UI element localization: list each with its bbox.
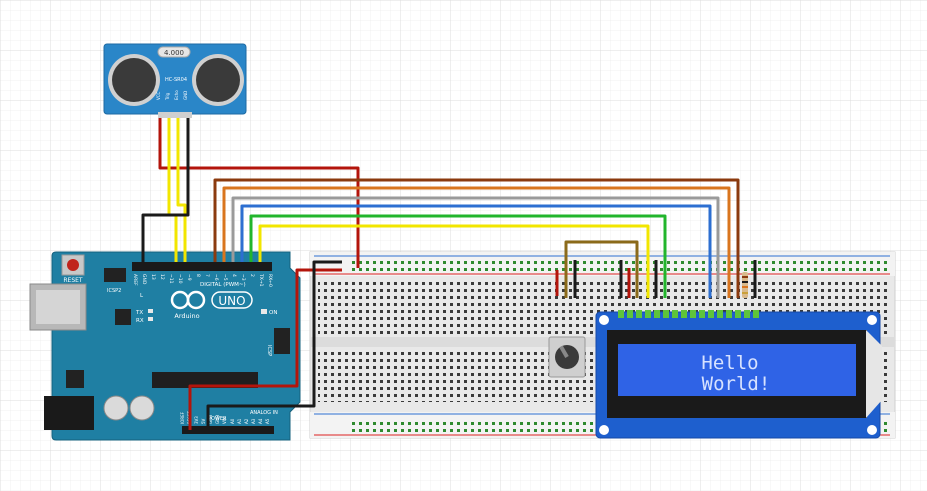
digital-label: DIGITAL (PWM~) xyxy=(200,282,246,288)
lcd-header-pin xyxy=(672,310,678,318)
wire-sensor-vcc xyxy=(158,118,360,268)
lcd-header-pin xyxy=(681,310,687,318)
l-label: L xyxy=(140,293,144,299)
resistor xyxy=(742,272,748,298)
arduino-brand: Arduino xyxy=(174,312,199,320)
digital-pin-label: ~3 xyxy=(240,274,246,281)
digital-pin-label: RX←0 xyxy=(267,274,273,287)
analog-pin-label: A1 xyxy=(237,418,242,424)
digital-pin-label: 4 xyxy=(231,274,237,277)
wire-gnd xyxy=(206,260,342,430)
on-label: ON xyxy=(269,310,277,316)
wires xyxy=(141,118,757,430)
lcd-module: Hello World! xyxy=(595,310,882,439)
wire-pin-5 xyxy=(231,196,720,298)
icsp-label: ICSP xyxy=(266,345,272,356)
uno-label: UNO xyxy=(218,294,245,308)
power-label: POWER xyxy=(208,416,227,422)
lcd-header-pin xyxy=(645,310,651,318)
power-pin-label: IOREF xyxy=(180,411,185,424)
analog-header xyxy=(230,426,274,434)
lcd-header-pin xyxy=(654,310,660,318)
aref-label: AREF xyxy=(132,274,138,286)
digital-pin-label: 12 xyxy=(159,274,165,280)
power-pin-label: GND xyxy=(208,415,213,424)
tx-label: TX xyxy=(135,310,143,316)
power-pin-label: GND xyxy=(215,415,220,424)
wire-sensor-gnd xyxy=(141,118,190,262)
digital-pin-label: ~10 xyxy=(177,274,183,284)
sensor-model-label: HC-SR04 xyxy=(165,77,187,83)
digital-pin-label: 8 xyxy=(195,274,201,277)
potentiometer xyxy=(548,336,586,378)
sensor-pin-label: VCC xyxy=(156,91,161,100)
analog-label: ANALOG IN xyxy=(250,410,278,416)
digital-pin-label: ~6 xyxy=(213,274,219,281)
crystal xyxy=(157,46,191,58)
wire-sensor-echo xyxy=(176,118,187,262)
lcd-header-pin xyxy=(717,310,723,318)
lcd-line-2: World! xyxy=(702,373,771,395)
sensor-pin-label: Echo xyxy=(174,90,179,100)
lcd-header-pin xyxy=(627,310,633,318)
lcd-screen xyxy=(618,344,856,396)
wire-5v xyxy=(188,268,342,430)
lcd-header-pin xyxy=(726,310,732,318)
analog-pin-label: A3 xyxy=(251,418,256,424)
analog-pin-label: A2 xyxy=(244,418,249,424)
wire-pin-4 xyxy=(240,204,712,298)
icsp2-header xyxy=(104,268,126,282)
sensor-pin-label: GND xyxy=(183,91,188,100)
digital-pin-label: 2 xyxy=(249,274,255,277)
lcd-header-pin xyxy=(618,310,624,318)
crystal-label: 4.000 xyxy=(164,49,184,57)
digital-header xyxy=(132,262,272,271)
wire-pin-7 xyxy=(213,178,740,298)
digital-pin-label: 7 xyxy=(204,274,210,277)
digital-pin-label: TX→1 xyxy=(258,273,264,287)
lcd-header-pin xyxy=(636,310,642,318)
power-pin-label: 5V xyxy=(201,418,206,424)
digital-pin-label: 13 xyxy=(150,274,156,280)
digital-pin-label: ~5 xyxy=(222,274,228,281)
arduino-logo: UNO Arduino xyxy=(170,290,253,320)
lcd-header-pin xyxy=(744,310,750,318)
analog-pin-label: A4 xyxy=(258,418,263,424)
wire-pin-6 xyxy=(222,186,731,298)
lcd-header-pin xyxy=(753,310,759,318)
microcontroller-chip xyxy=(152,372,258,388)
lcd-header-pin xyxy=(663,310,669,318)
lcd-header-pin xyxy=(690,310,696,318)
lcd-header-pin xyxy=(708,310,714,318)
ultrasonic-sensor: 4.000 HC-SR04 VCC Trig Echo GND xyxy=(103,43,247,118)
power-pin-label: VIN xyxy=(222,417,227,424)
rx-label: RX xyxy=(136,318,144,324)
digital-pin-label: ~9 xyxy=(186,274,192,281)
sensor-pin-label: Trig xyxy=(165,92,170,101)
power-pin-label: 3V3 xyxy=(194,416,199,424)
icsp2-label: ICSP2 xyxy=(107,288,121,294)
power-jack xyxy=(44,396,94,430)
lcd-line-1: Hello xyxy=(701,352,758,374)
power-header xyxy=(182,426,230,434)
analog-pin-label: A0 xyxy=(230,418,235,424)
analog-pin-label: A5 xyxy=(265,418,270,424)
gnd-label: GND xyxy=(141,274,147,285)
on-led xyxy=(261,309,267,314)
reset-label: RESET xyxy=(63,277,83,284)
icsp-header xyxy=(274,328,290,354)
lcd-header-pin xyxy=(699,310,705,318)
wire-pot-wiper xyxy=(564,240,639,298)
wire-pin-2 xyxy=(258,224,650,298)
digital-pin-label: ~11 xyxy=(168,274,174,284)
wire-pin-3 xyxy=(249,214,667,298)
lcd-header-pin xyxy=(735,310,741,318)
